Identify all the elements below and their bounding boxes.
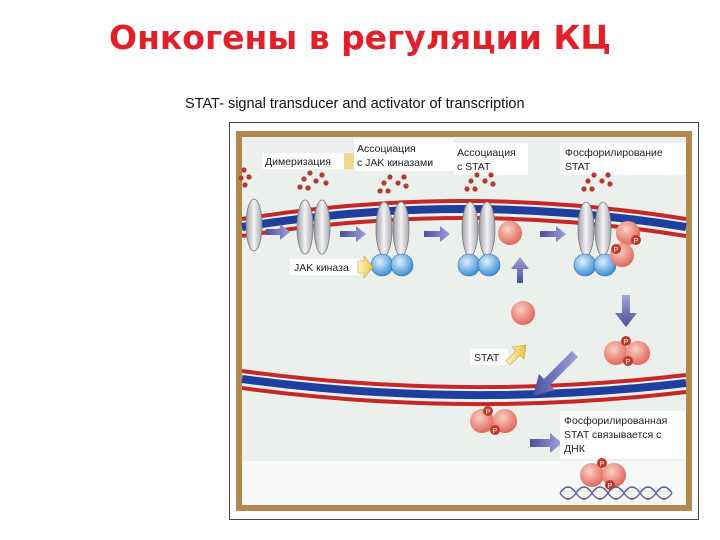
label-dimerization: Димеризация [265, 156, 331, 168]
receptors [245, 198, 612, 257]
svg-text:P: P [600, 461, 605, 468]
jak-stat-pathway-diagram: Димеризация Ассоциация с JAK киназами Ас… [229, 122, 699, 520]
label-phosphorylation-2: STAT [565, 161, 591, 173]
label-phosphorylation: Фосфорилирование [565, 147, 663, 159]
stat-at-receptor [498, 221, 522, 245]
svg-text:P: P [614, 247, 619, 254]
step-arrows [266, 224, 566, 242]
phospho-groups: P P [611, 235, 641, 254]
slide-title: Онкогены в регуляции КЦ [109, 18, 611, 57]
svg-text:P: P [608, 483, 613, 490]
arrow-to-dna [530, 433, 562, 453]
arrow-into-nucleus [533, 351, 578, 396]
label-jak-association: Ассоциация [357, 143, 416, 155]
slide-subtitle: STAT- signal transducer and activator of… [185, 96, 525, 112]
stat-free [511, 301, 535, 325]
nuclear-membrane-core [241, 375, 687, 400]
stat-dimer-dna: P P [580, 458, 626, 490]
arrow-down-dimer [615, 295, 637, 327]
svg-text:P: P [634, 238, 639, 245]
svg-text:P: P [626, 359, 631, 366]
label-stat-association: Ассоциация [457, 147, 516, 159]
receptor-monomer [245, 198, 263, 252]
svg-text:P: P [493, 428, 498, 435]
svg-text:P: P [624, 339, 629, 346]
ligand-clusters [238, 167, 613, 194]
label-jak-association-2: с JAK киназами [357, 157, 433, 169]
stat-dimer-cytoplasm: P P [604, 336, 650, 366]
label-phospho-stat-dna-2: STAT связывается с [564, 429, 661, 441]
label-phospho-stat-dna-3: ДНК [564, 443, 586, 455]
label-phospho-stat-dna: Фосфорилированная [564, 415, 667, 427]
label-jak-kinase: JAK киназа [294, 262, 349, 274]
nuclear-membrane-outer [241, 369, 687, 390]
stat-dimer-nucleus: P P [470, 406, 517, 435]
label-stat: STAT [474, 352, 500, 364]
label-stat-association-2: с STAT [457, 161, 491, 173]
svg-text:P: P [486, 409, 491, 416]
jak-kinases [370, 253, 617, 277]
arrow-stat-up [511, 257, 529, 283]
nuclear-membrane-inner [241, 386, 687, 407]
dna-helix [559, 486, 673, 500]
